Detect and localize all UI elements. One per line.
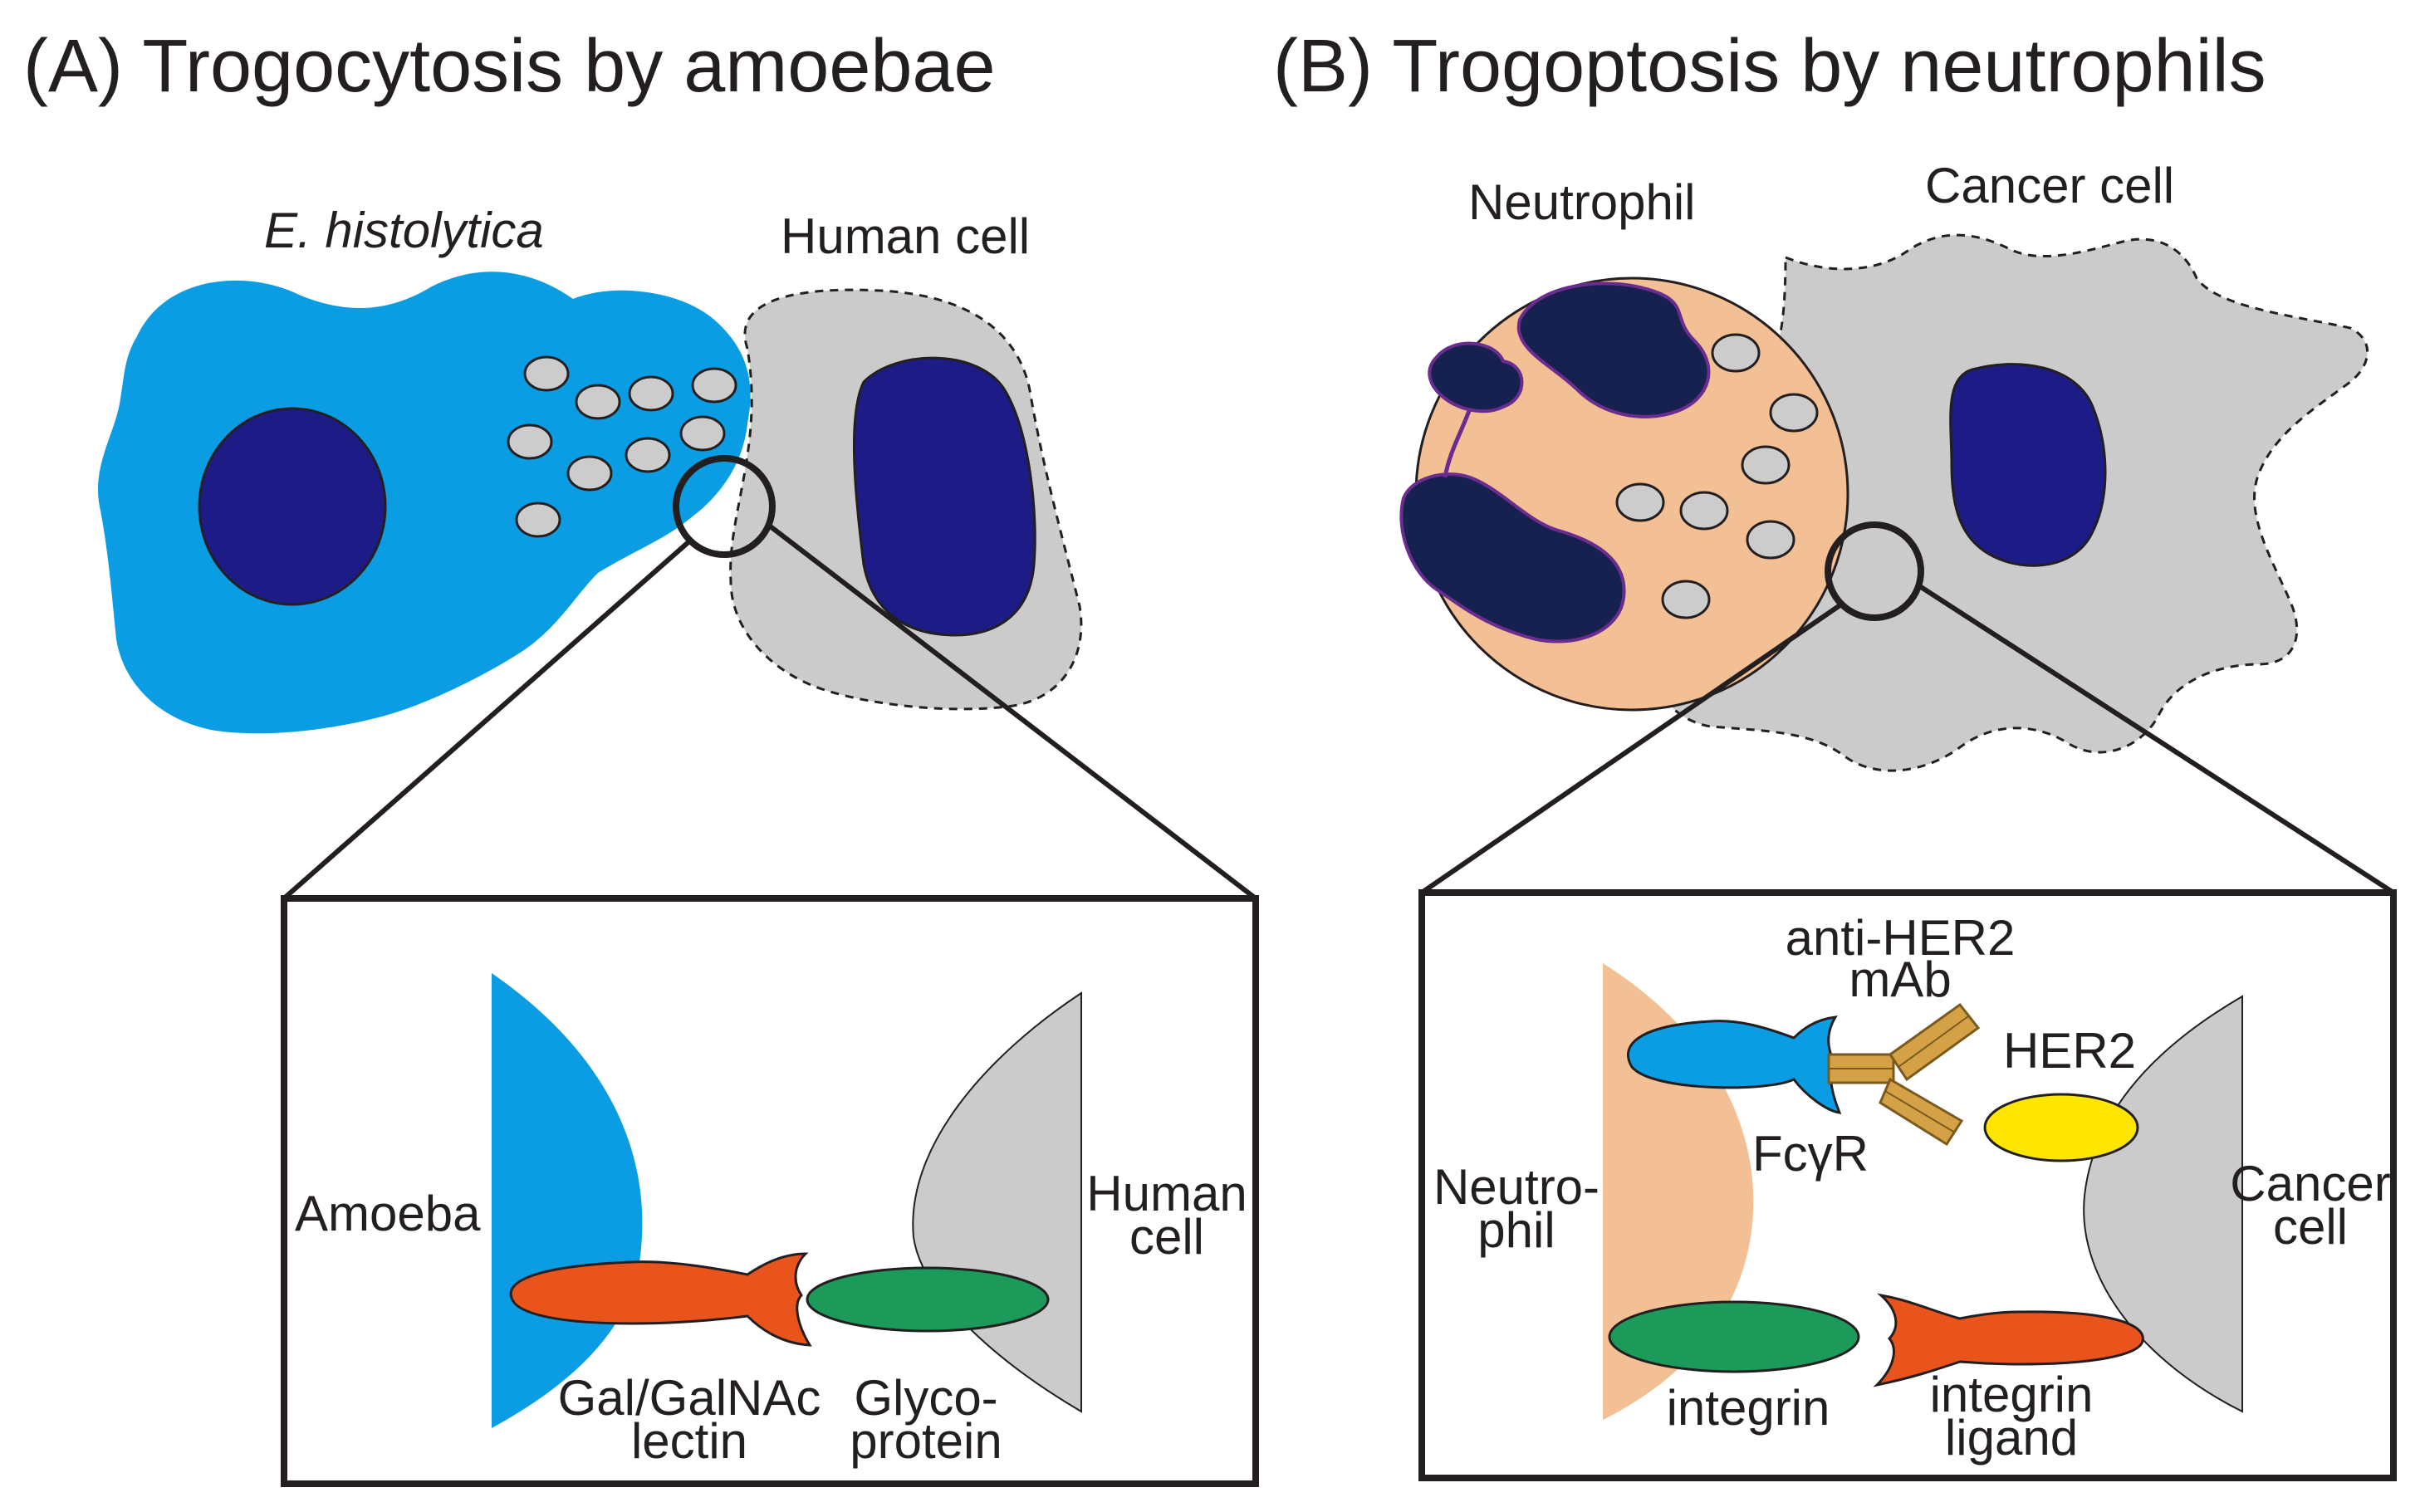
neutrophil-nucleus [1399, 281, 1711, 643]
zoom-label-neutro-1: Neutro- [1433, 1159, 1600, 1215]
human-cell-label: Human cell [781, 208, 1030, 264]
panel-a: (A) Trogocytosis by amoebae E. histolyti… [23, 25, 1259, 1487]
zoom-line-right [767, 522, 1257, 901]
nucleus-lobe [1516, 281, 1711, 418]
granule [1746, 520, 1795, 560]
zoom-label-integrin: integrin [1667, 1380, 1830, 1436]
amoeba-cell [97, 272, 751, 734]
zoom-line-left [1420, 602, 1843, 895]
zoom-label-mab-1: anti-HER2 [1786, 910, 2016, 966]
zoom-label-glyco-2: protein [850, 1413, 1002, 1469]
granule [1661, 580, 1711, 619]
vesicle [691, 367, 737, 404]
zoom-label-cancer-2: cell [2273, 1199, 2348, 1255]
granule [1769, 393, 1819, 433]
amoeba-vesicles [507, 355, 737, 538]
zoom-circle [1825, 521, 1924, 621]
vesicle [628, 375, 674, 412]
amoeba-species-label: E. histolytica [264, 203, 544, 258]
antibody-arm-line [1898, 1015, 1969, 1068]
antibody-arm-line [1884, 1090, 1956, 1133]
neutrophil-label: Neutrophil [1468, 174, 1696, 230]
nucleus-lobe [1399, 472, 1626, 643]
integrin [1608, 1300, 1860, 1373]
nucleus-lobe [1428, 341, 1524, 413]
integrin-ligand [1873, 1293, 2144, 1387]
zoom-label-her2: HER2 [2003, 1023, 2136, 1079]
cancer-cell-label: Cancer cell [1925, 158, 2174, 213]
glycoprotein [806, 1266, 1050, 1333]
vesicle [507, 423, 553, 460]
zoom-label-ligand-1: integrin [1930, 1367, 2094, 1422]
granule [1615, 482, 1665, 522]
zoom-circle [673, 455, 776, 558]
granule [1679, 491, 1729, 531]
zoom-box-a [281, 895, 1259, 1487]
vesicle [515, 502, 561, 538]
anti-her2-antibody [1827, 1002, 1981, 1147]
zoom-cancer-membrane [2083, 995, 2243, 1413]
vesicle [575, 384, 621, 420]
zoom-label-human-1: Human [1086, 1166, 1247, 1221]
nucleus-filament [1443, 408, 1472, 478]
vesicle [679, 415, 726, 452]
gal-galnac-lectin [509, 1252, 812, 1347]
zoom-label-lectin-2: lectin [631, 1413, 747, 1469]
zoom-line-left [282, 539, 691, 901]
zoom-label-glyco-1: Glyco- [854, 1370, 997, 1426]
zoom-label-lectin-1: Gal/GalNAc [558, 1370, 821, 1426]
fc-gamma-receptor [1627, 1015, 1842, 1114]
neutrophil-granules [1615, 333, 1819, 619]
panel-b-title: (B) Trogoptosis by neutrophils [1273, 25, 2266, 108]
zoom-label-cancer-1: Cancer [2230, 1156, 2390, 1211]
zoom-label-neutro-2: phil [1477, 1202, 1555, 1258]
cancer-cell-nucleus [1949, 363, 2107, 567]
zoom-label-ligand-2: ligand [1945, 1410, 2078, 1466]
zoom-label-amoeba: Amoeba [295, 1186, 481, 1241]
her2-receptor [1983, 1093, 2139, 1162]
vesicle [625, 437, 671, 473]
granule [1741, 445, 1791, 485]
amoeba-nucleus [198, 407, 387, 606]
panel-a-title: (A) Trogocytosis by amoebae [23, 25, 996, 108]
zoom-label-fcr: FcγR [1752, 1126, 1869, 1182]
zoom-label-human-2: cell [1129, 1209, 1204, 1265]
vesicle [523, 355, 570, 392]
zoom-line-right [1917, 583, 2395, 895]
panel-b: (B) Trogoptosis by neutrophils Neutrophi… [1273, 25, 2397, 1481]
granule [1711, 333, 1761, 373]
human-cell-nucleus [852, 356, 1036, 637]
zoom-label-mab-2: mAb [1849, 952, 1951, 1007]
vesicle [566, 455, 613, 492]
